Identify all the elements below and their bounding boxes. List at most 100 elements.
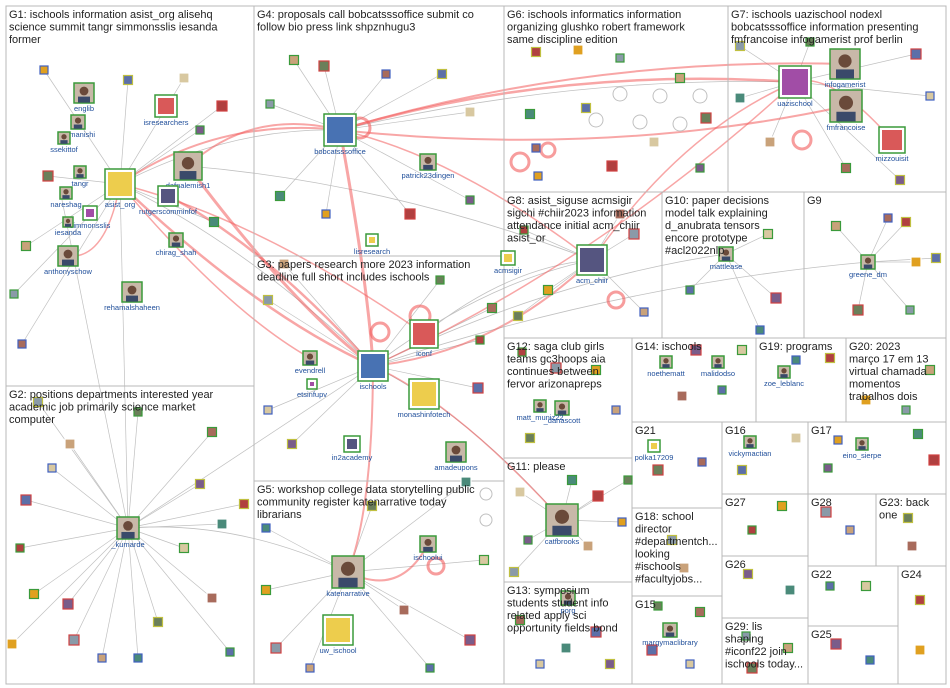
node-ssekittof[interactable]: ssekittof bbox=[50, 131, 79, 154]
avatar-node[interactable] bbox=[270, 642, 282, 654]
avatar-node[interactable] bbox=[39, 65, 49, 75]
avatar-node[interactable] bbox=[20, 494, 32, 506]
avatar-node[interactable] bbox=[924, 364, 936, 376]
avatar-node[interactable] bbox=[678, 562, 690, 574]
node-iesanda[interactable]: iesanda bbox=[55, 216, 82, 237]
node-asist-org[interactable]: asist_org bbox=[104, 168, 136, 209]
avatar-node[interactable] bbox=[676, 390, 688, 402]
avatar-node[interactable] bbox=[524, 432, 536, 444]
avatar-node[interactable] bbox=[286, 438, 298, 450]
node-katenarrative[interactable]: katenarrative bbox=[326, 555, 370, 598]
node-zoe-leblanc[interactable]: zoe_leblanc bbox=[764, 365, 804, 388]
avatar-node[interactable] bbox=[580, 102, 592, 114]
avatar-node[interactable] bbox=[830, 220, 842, 232]
avatar-node[interactable] bbox=[925, 91, 935, 101]
avatar-node[interactable] bbox=[582, 540, 594, 552]
avatar-node[interactable] bbox=[824, 352, 836, 364]
avatar-node[interactable] bbox=[122, 74, 134, 86]
node-chirag-shah[interactable]: chirag_shah bbox=[156, 232, 197, 257]
avatar-node[interactable] bbox=[860, 580, 872, 592]
avatar-node[interactable] bbox=[695, 163, 705, 173]
avatar-node[interactable] bbox=[852, 304, 864, 316]
avatar-node[interactable] bbox=[902, 512, 914, 524]
node-uw-ischool[interactable]: uw_ischool bbox=[319, 614, 357, 655]
avatar-node[interactable] bbox=[572, 44, 584, 56]
node-nareshag[interactable]: nareshag bbox=[50, 186, 82, 209]
avatar-node[interactable] bbox=[825, 581, 835, 591]
avatar-node[interactable] bbox=[318, 60, 330, 72]
avatar-node[interactable] bbox=[512, 310, 524, 322]
avatar-node[interactable] bbox=[263, 405, 273, 415]
avatar-node[interactable] bbox=[906, 540, 918, 552]
node-tangr[interactable]: tangr bbox=[71, 165, 89, 188]
avatar-node[interactable] bbox=[717, 385, 727, 395]
avatar-node[interactable] bbox=[747, 525, 757, 535]
avatar-node[interactable] bbox=[910, 48, 922, 60]
avatar-node[interactable] bbox=[685, 659, 695, 669]
node-dafnalemish1[interactable]: dafnalemish1 bbox=[166, 151, 211, 190]
avatar-node[interactable] bbox=[914, 594, 926, 606]
avatar-node[interactable] bbox=[791, 355, 801, 365]
avatar-node[interactable] bbox=[566, 474, 578, 486]
avatar-node[interactable] bbox=[606, 160, 618, 172]
node-evendrell[interactable]: evendrell bbox=[295, 350, 326, 375]
avatar-node[interactable] bbox=[20, 240, 32, 252]
avatar-node[interactable] bbox=[700, 112, 712, 124]
avatar-node[interactable] bbox=[894, 174, 906, 186]
node-bobcatsssoffice[interactable]: bobcatsssoffice bbox=[314, 113, 366, 156]
node-polka17209[interactable]: polka17209 bbox=[635, 439, 674, 462]
avatar-node[interactable] bbox=[486, 302, 498, 314]
avatar-node[interactable] bbox=[460, 476, 472, 488]
avatar-node[interactable] bbox=[652, 464, 664, 476]
avatar-node[interactable] bbox=[178, 72, 190, 84]
avatar-node[interactable] bbox=[465, 195, 475, 205]
avatar-node[interactable] bbox=[666, 534, 678, 546]
avatar-node[interactable] bbox=[820, 506, 832, 518]
node-simmonsslis[interactable]: simmonsslis bbox=[70, 205, 111, 230]
avatar-node[interactable] bbox=[216, 518, 228, 530]
avatar-node[interactable] bbox=[508, 566, 520, 578]
avatar-node[interactable] bbox=[47, 463, 57, 473]
avatar-node[interactable] bbox=[615, 53, 625, 63]
avatar-node[interactable] bbox=[784, 584, 796, 596]
avatar-node[interactable] bbox=[530, 46, 542, 58]
avatar-node[interactable] bbox=[736, 344, 748, 356]
avatar-node[interactable] bbox=[614, 208, 626, 220]
avatar-node[interactable] bbox=[152, 616, 164, 628]
node-arimanishi[interactable]: arimanishi bbox=[61, 114, 96, 139]
node-danascott[interactable]: _danascott bbox=[543, 400, 582, 425]
node-lisresearch[interactable]: lisresearch bbox=[354, 233, 390, 256]
avatar-node[interactable] bbox=[206, 592, 218, 604]
avatar-node[interactable] bbox=[436, 68, 448, 80]
node-uazischool[interactable]: uazischool bbox=[777, 65, 813, 108]
avatar-node[interactable] bbox=[910, 256, 922, 268]
avatar-node[interactable] bbox=[617, 517, 627, 527]
node-catfbrooks[interactable]: catfbrooks bbox=[545, 503, 580, 546]
avatar-node[interactable] bbox=[764, 136, 776, 148]
avatar-node[interactable] bbox=[533, 171, 543, 181]
avatar-node[interactable] bbox=[865, 655, 875, 665]
avatar-node[interactable] bbox=[64, 438, 76, 450]
avatar-node[interactable] bbox=[62, 598, 74, 610]
avatar-node[interactable] bbox=[133, 407, 143, 417]
node-acm-chiir[interactable]: acm_chiir bbox=[576, 244, 609, 285]
avatar-node[interactable] bbox=[928, 454, 940, 466]
avatar-node[interactable] bbox=[628, 228, 640, 240]
avatar-node[interactable] bbox=[604, 658, 616, 670]
avatar-node[interactable] bbox=[517, 347, 527, 357]
avatar-node[interactable] bbox=[531, 143, 541, 153]
avatar-node[interactable] bbox=[746, 662, 758, 674]
node-monashinfotech[interactable]: monashinfotech bbox=[398, 378, 451, 419]
avatar-node[interactable] bbox=[9, 289, 19, 299]
avatar-node[interactable] bbox=[6, 638, 18, 650]
avatar-node[interactable] bbox=[560, 642, 572, 654]
avatar-node[interactable] bbox=[178, 542, 190, 554]
avatar-node[interactable] bbox=[833, 435, 843, 445]
avatar-node[interactable] bbox=[28, 588, 40, 600]
avatar-node[interactable] bbox=[685, 285, 695, 295]
node-fmfrancoise[interactable]: fmfrancoise bbox=[827, 89, 866, 132]
node-etsinfupv[interactable]: etsinfupv bbox=[297, 378, 327, 399]
node-ischoolui[interactable]: ischoolui bbox=[413, 535, 443, 562]
avatar-node[interactable] bbox=[590, 364, 602, 376]
node-englib[interactable]: englib bbox=[73, 82, 95, 113]
